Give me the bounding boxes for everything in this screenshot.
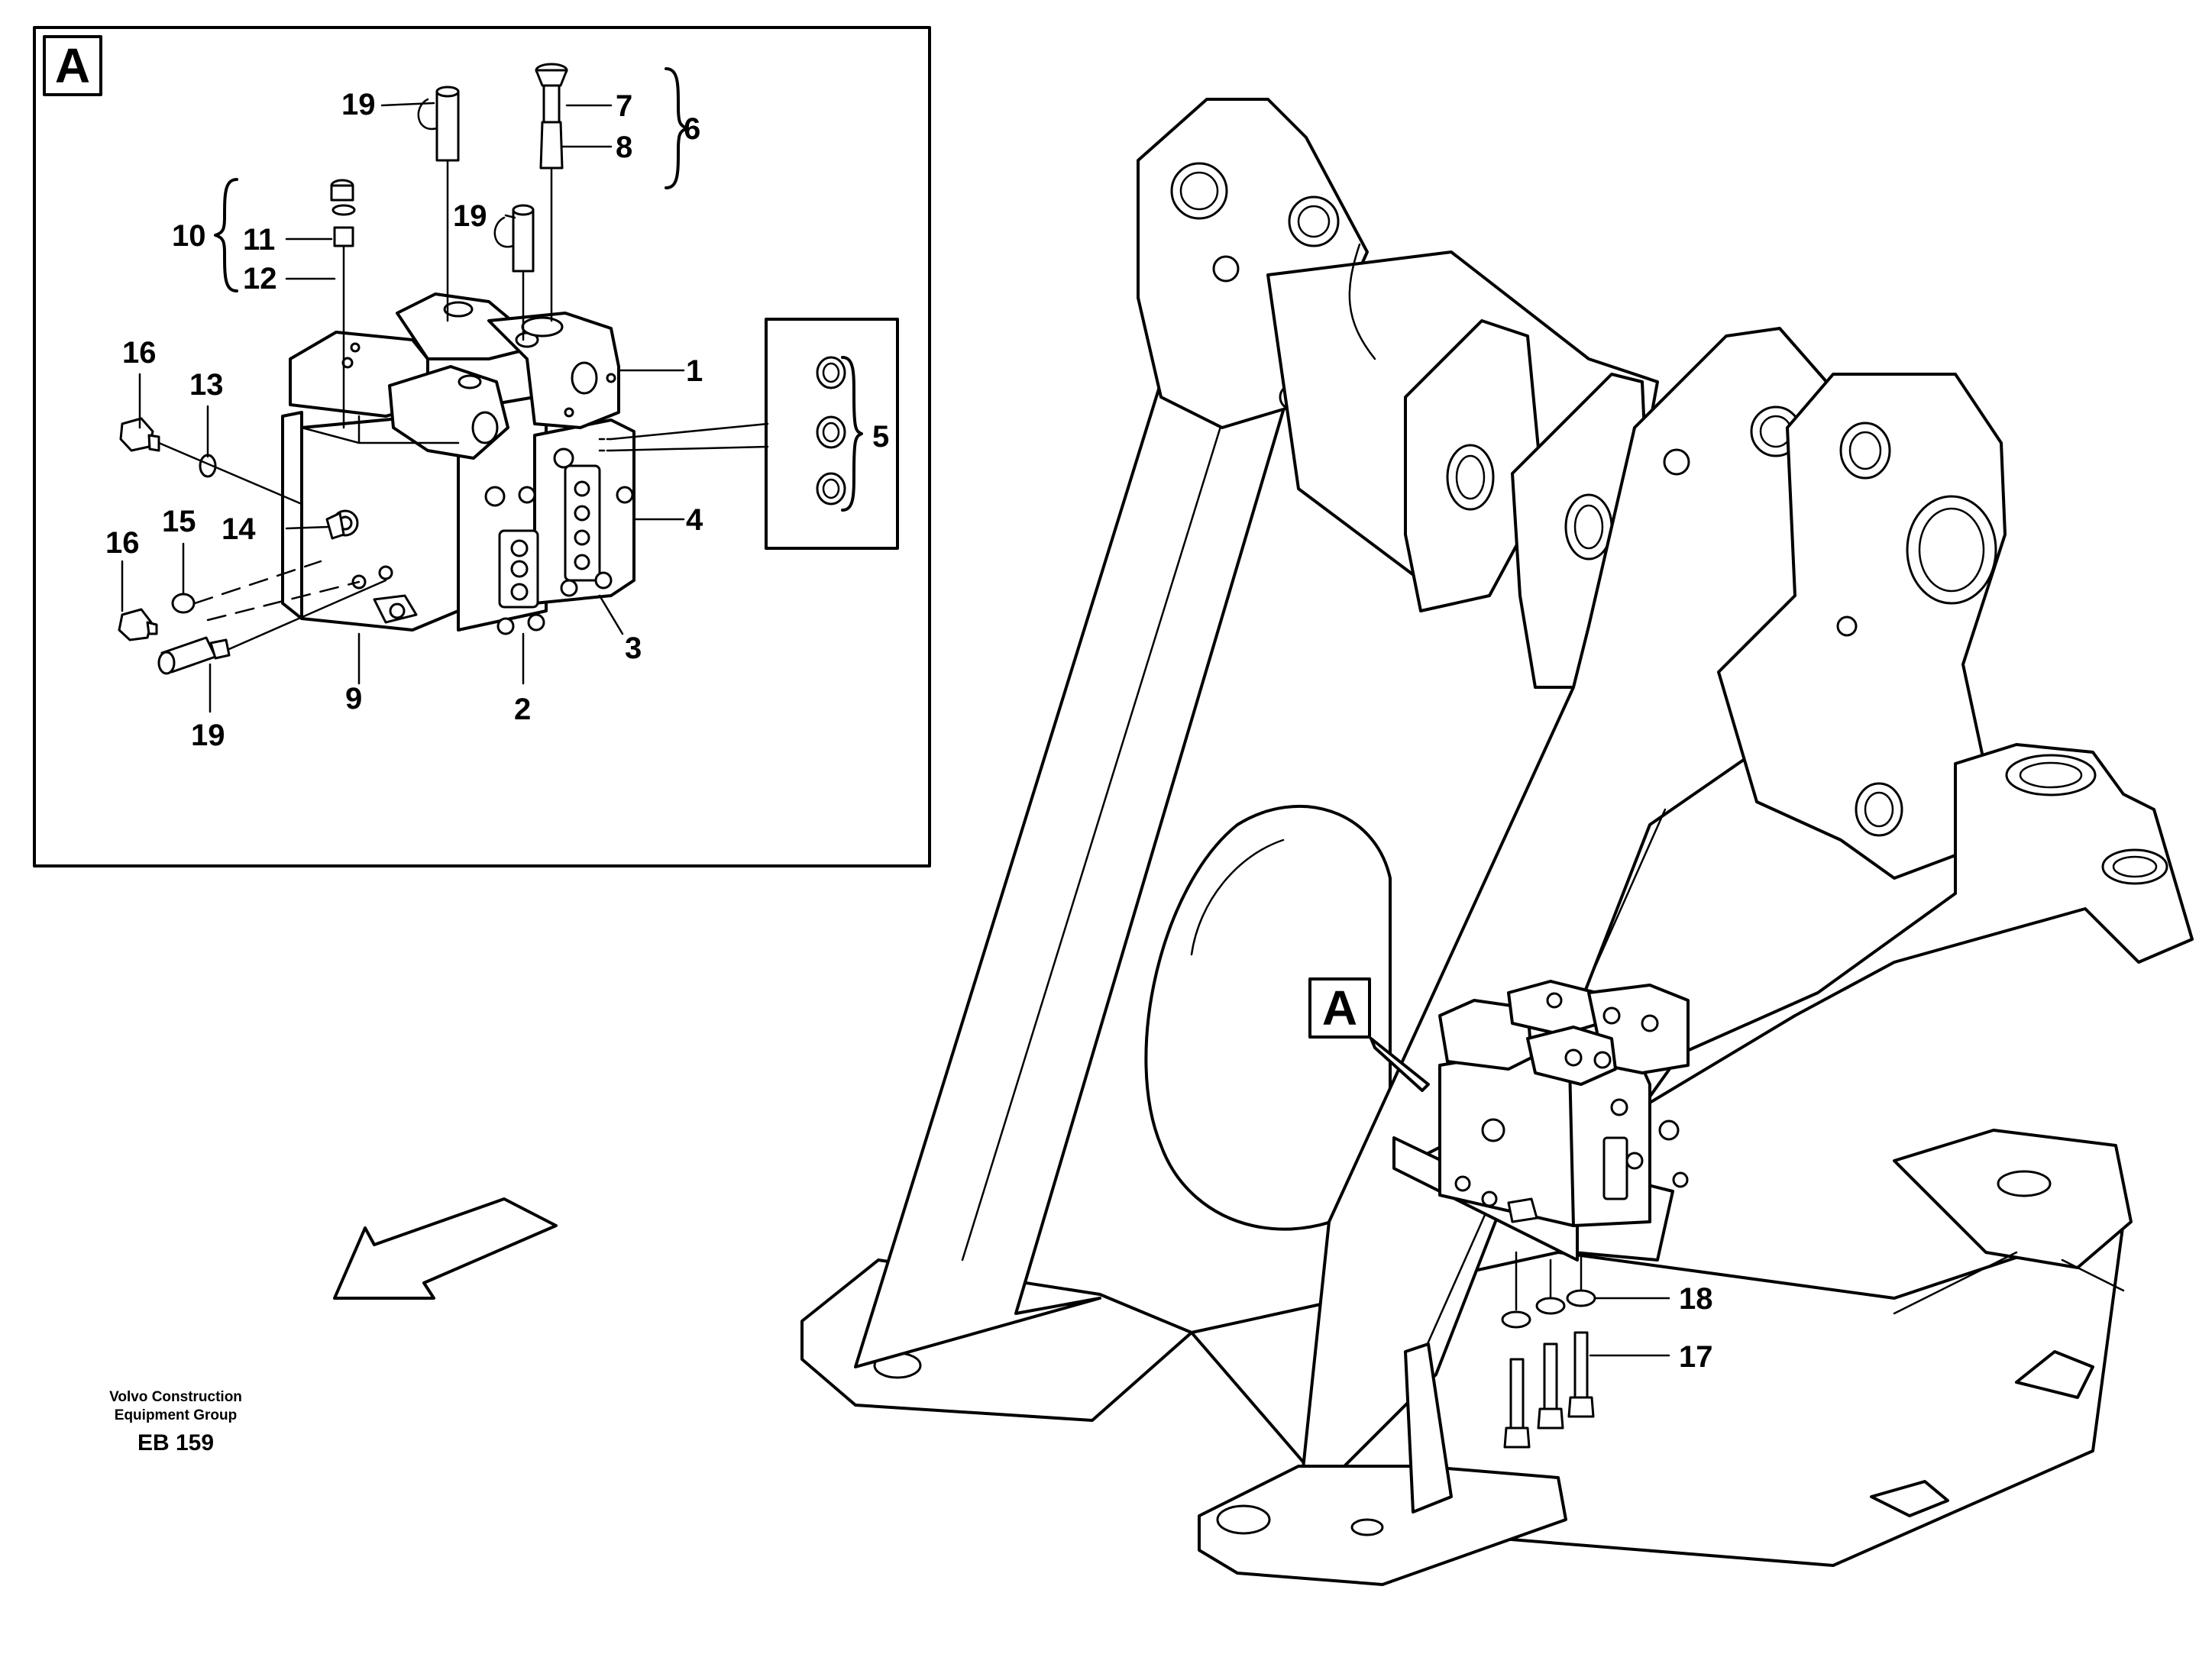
label-16-top: 16 <box>122 336 157 370</box>
loader-frame <box>800 98 2194 1586</box>
callout-pointer <box>1370 1037 1430 1092</box>
label-9: 9 <box>345 682 362 716</box>
detail-fittings <box>118 63 769 675</box>
label-14: 14 <box>222 512 256 546</box>
brace-5 <box>841 356 863 512</box>
label-19-mid: 19 <box>453 199 487 233</box>
label-7: 7 <box>616 89 632 123</box>
company-line-1: Volvo Construction <box>109 1389 242 1405</box>
label-12: 12 <box>243 262 277 296</box>
label-19-low: 19 <box>191 719 225 752</box>
leader-lines <box>121 102 685 713</box>
forward-direction-arrow <box>333 1197 558 1300</box>
label-16-low: 16 <box>105 526 140 560</box>
label-18: 18 <box>1679 1282 1713 1316</box>
label-6: 6 <box>684 112 700 146</box>
label-1: 1 <box>686 354 703 388</box>
control-valve-mounted <box>1392 980 1690 1262</box>
label-19-top: 19 <box>341 88 376 121</box>
label-5: 5 <box>872 420 889 454</box>
label-15: 15 <box>162 505 196 538</box>
control-valve-detail <box>281 292 635 635</box>
company-line-2: Equipment Group <box>114 1407 238 1423</box>
label-17: 17 <box>1679 1340 1713 1374</box>
callout-letter: A <box>1322 981 1357 1035</box>
detail-letter: A <box>55 38 90 93</box>
footer: Volvo Construction Equipment Group EB 15… <box>61 1388 290 1459</box>
label-10: 10 <box>172 219 206 253</box>
label-4: 4 <box>686 503 703 537</box>
label-8: 8 <box>616 131 632 164</box>
mount-bolts <box>1501 1251 1596 1449</box>
brace-10 <box>214 178 238 292</box>
brace-6 <box>665 67 689 189</box>
drawing-code: EB 159 <box>137 1430 215 1455</box>
callout-letter-box <box>1308 977 1371 1039</box>
label-11: 11 <box>243 223 275 257</box>
detail-frame <box>33 26 931 867</box>
label-3: 3 <box>625 632 642 665</box>
label-2: 2 <box>514 693 531 726</box>
oring-inset <box>765 318 899 550</box>
detail-letter-box <box>43 35 102 96</box>
label-13: 13 <box>189 368 224 402</box>
